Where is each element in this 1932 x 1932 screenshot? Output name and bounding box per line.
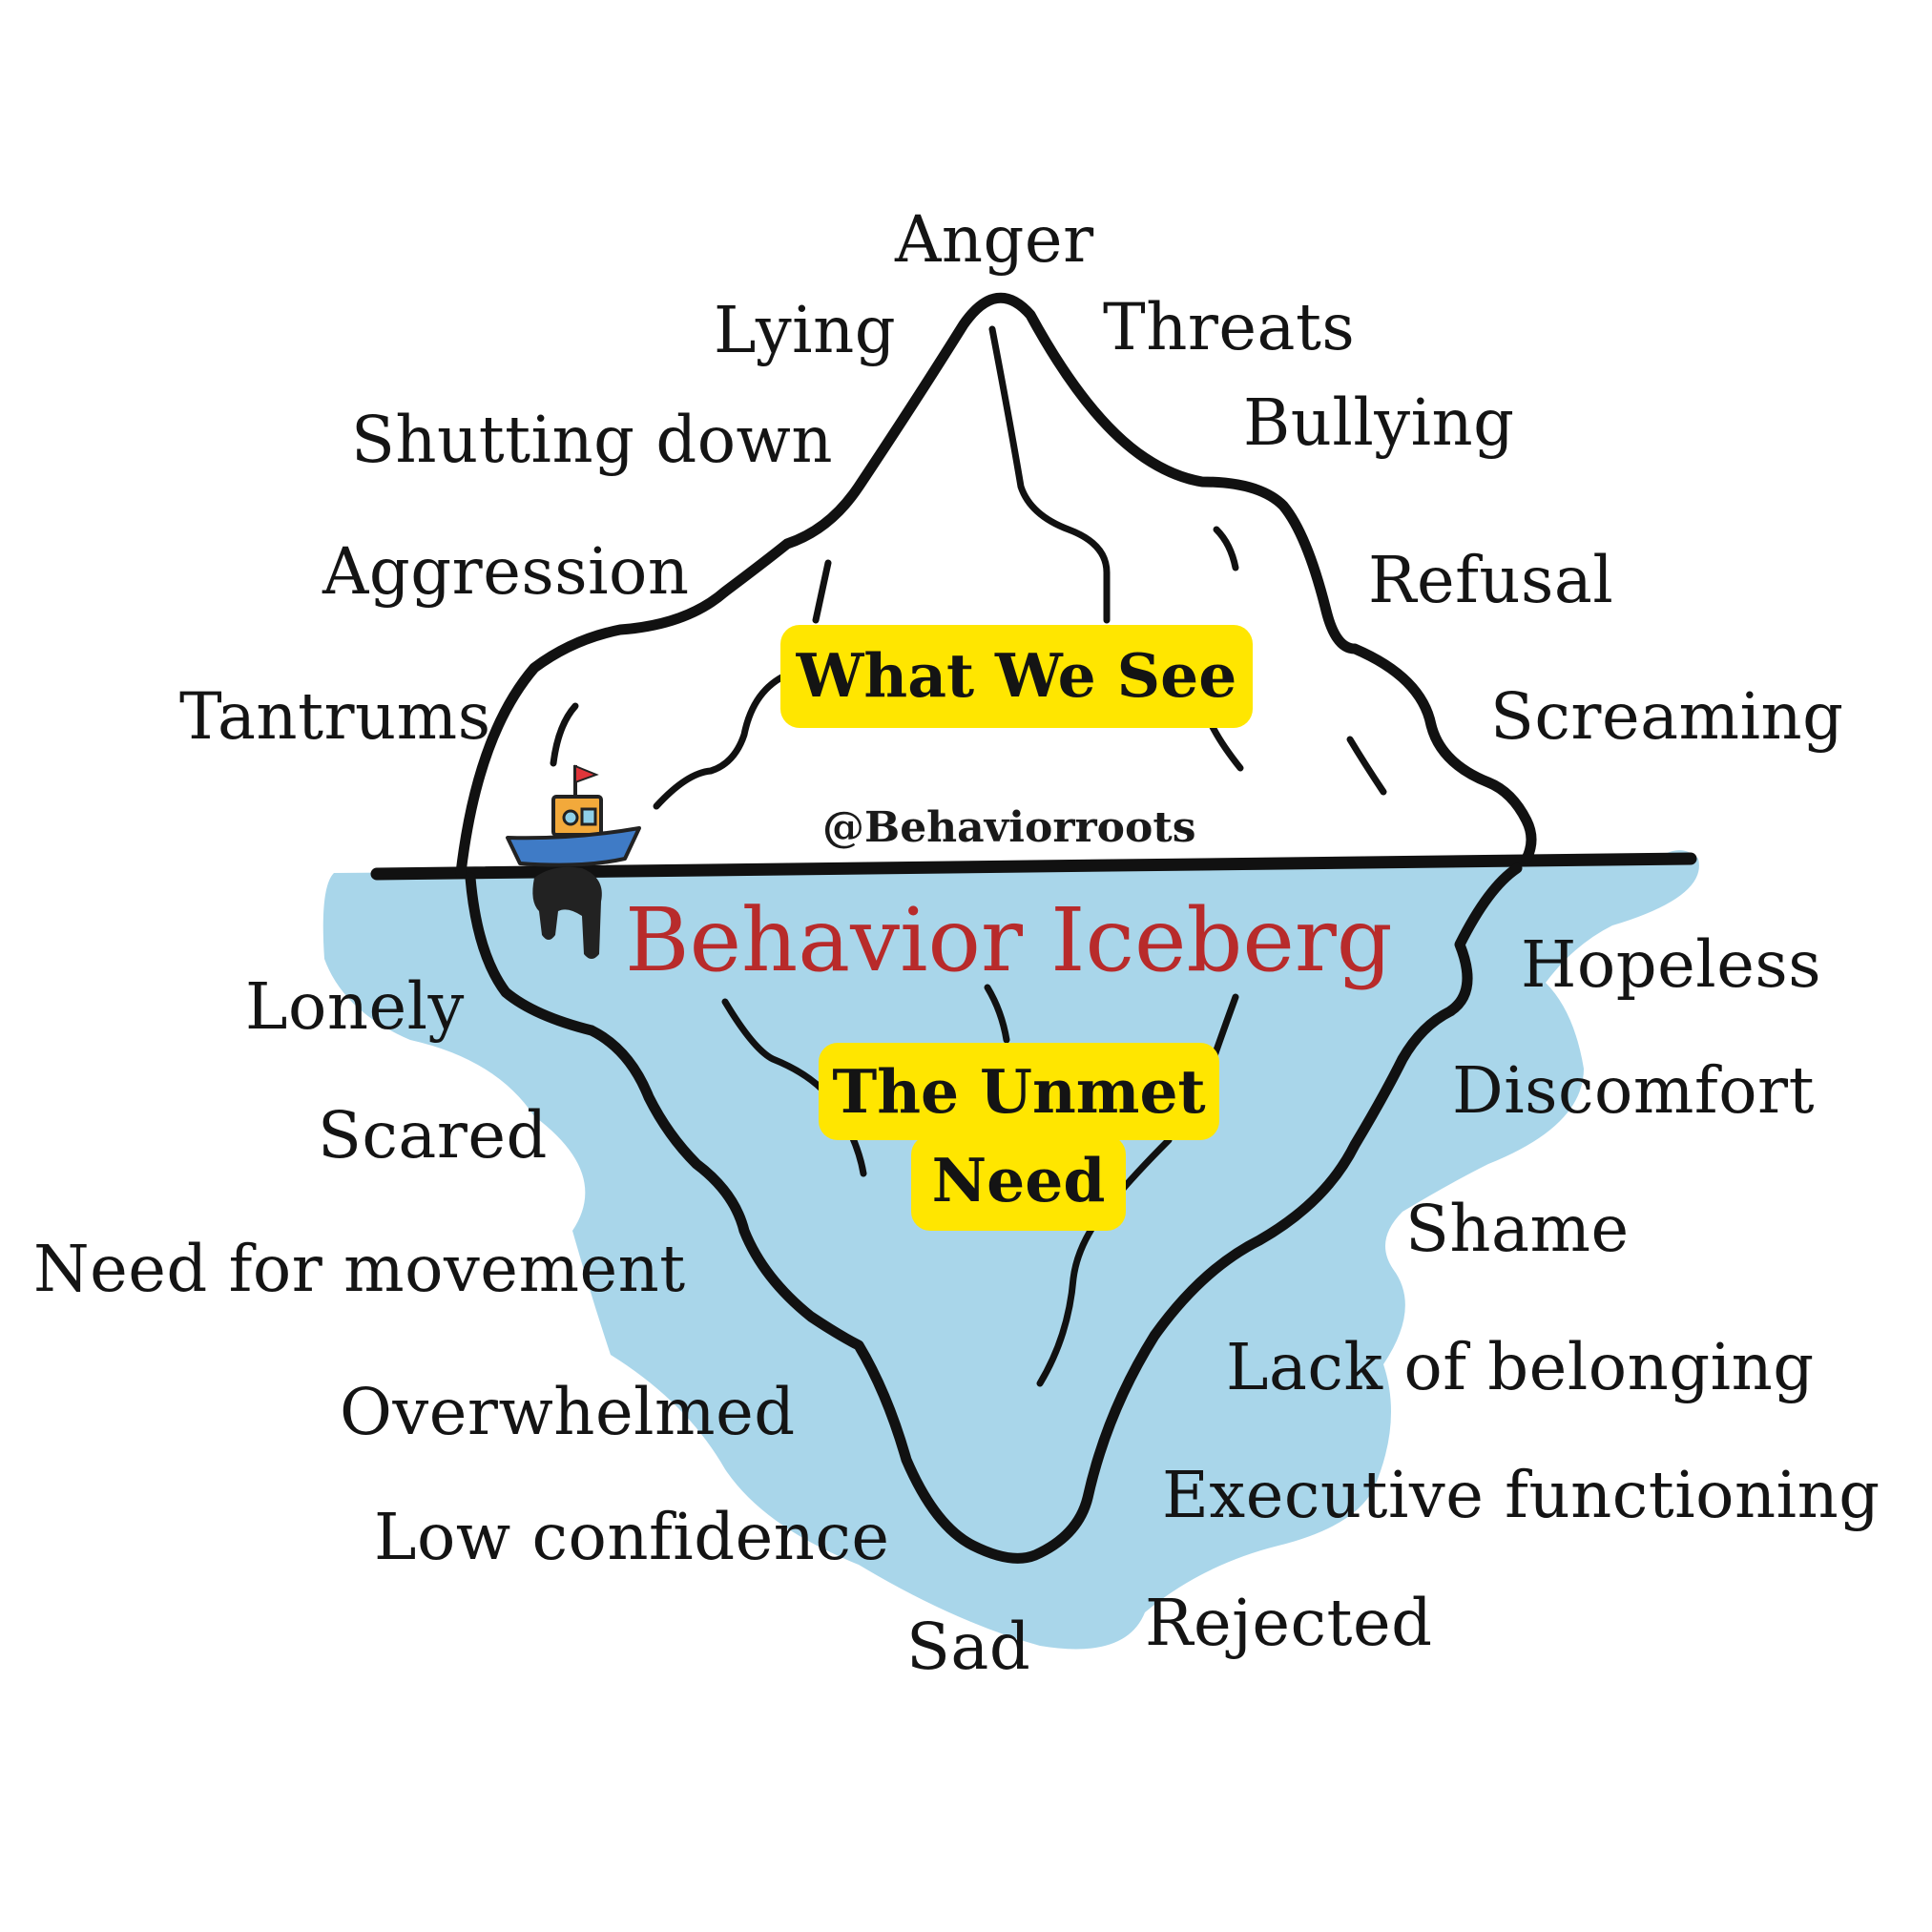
iceberg-top-cracks <box>550 325 1387 810</box>
label-need-for-movement: Need for movement <box>33 1232 686 1306</box>
unmet-need-label-line2: Need <box>911 1135 1126 1231</box>
label-overwhelmed: Overwhelmed <box>340 1375 796 1449</box>
label-shutting-down: Shutting down <box>351 403 834 477</box>
label-lonely: Lonely <box>245 969 465 1044</box>
label-hopeless: Hopeless <box>1521 927 1822 1002</box>
label-lack-of-belonging: Lack of belonging <box>1226 1330 1815 1404</box>
unmet-need-label: The Unmet <box>819 1043 1219 1140</box>
label-shame: Shame <box>1405 1192 1630 1266</box>
diagram-title: Behavior Iceberg <box>625 889 1393 991</box>
water-area <box>322 850 1699 1650</box>
label-discomfort: Discomfort <box>1452 1053 1816 1128</box>
label-screaming: Screaming <box>1490 679 1844 754</box>
label-scared: Scared <box>318 1098 548 1173</box>
water-line <box>370 852 1697 881</box>
label-low-confidence: Low confidence <box>374 1500 890 1574</box>
what-we-see-label: What We See <box>780 625 1253 728</box>
boat-icon <box>506 764 641 959</box>
author-handle: @Behaviorroots <box>822 803 1196 852</box>
iceberg-top-outline <box>455 292 1537 879</box>
label-sad: Sad <box>906 1610 1031 1684</box>
label-anger: Anger <box>895 202 1094 277</box>
label-executive-functioning: Executive functioning <box>1162 1458 1880 1532</box>
iceberg-bottom-cracks <box>721 984 1239 1387</box>
label-bullying: Bullying <box>1243 385 1515 460</box>
label-threats: Threats <box>1103 290 1356 364</box>
label-rejected: Rejected <box>1145 1586 1433 1660</box>
label-refusal: Refusal <box>1368 543 1614 617</box>
label-tantrums: Tantrums <box>179 679 491 754</box>
label-lying: Lying <box>714 293 897 367</box>
label-aggression: Aggression <box>322 534 690 609</box>
iceberg-bottom-outline <box>465 862 1523 1564</box>
